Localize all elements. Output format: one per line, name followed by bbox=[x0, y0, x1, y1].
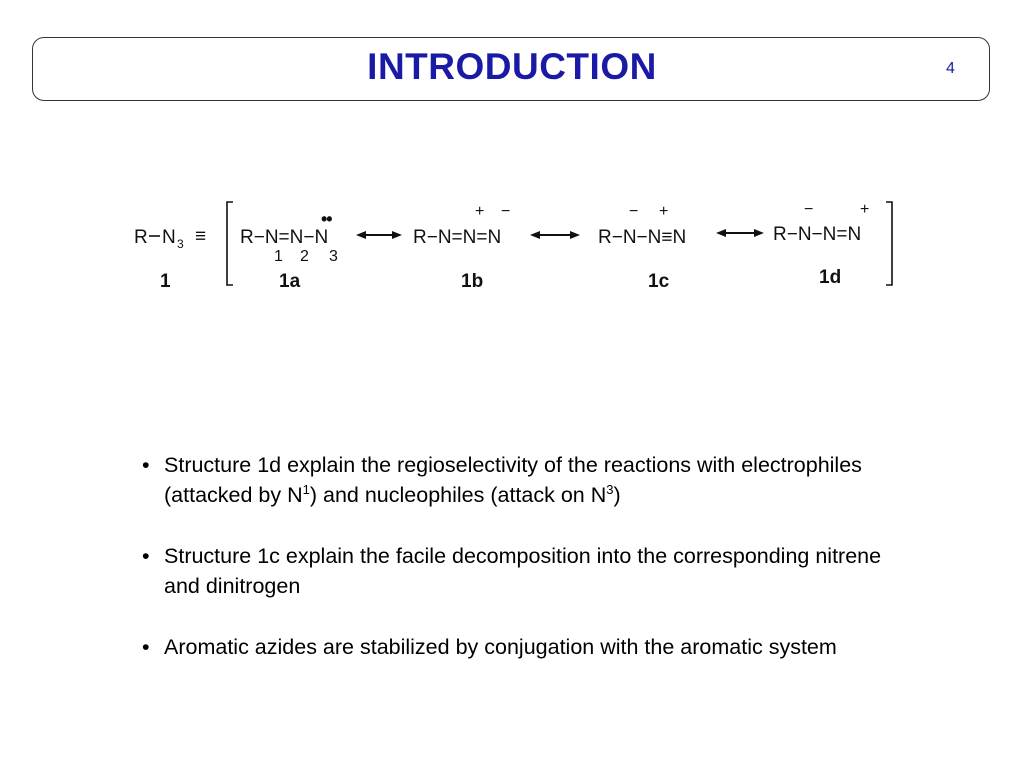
equivalence-sign: ≡ bbox=[195, 226, 206, 247]
label-1a: 1a bbox=[279, 271, 301, 292]
formula-r: R bbox=[134, 227, 148, 248]
formula-n: N bbox=[162, 227, 176, 248]
superscript-n3: 3 bbox=[606, 481, 614, 497]
structure-1c: R−N−N≡N − + bbox=[598, 203, 686, 248]
charge-minus: − bbox=[501, 203, 510, 220]
left-bracket bbox=[226, 201, 233, 286]
bullet-text-part: ) and nucleophiles (attack on N bbox=[309, 483, 607, 507]
label-1c: 1c bbox=[648, 271, 670, 292]
structure-1a: R−N=N−N •• 1 2 3 bbox=[240, 209, 338, 265]
title-frame bbox=[32, 37, 990, 101]
resonance-arrow-icon bbox=[356, 231, 402, 239]
formula-subscript: 3 bbox=[177, 237, 184, 251]
bullet-marker: • bbox=[142, 453, 150, 477]
charge-plus: + bbox=[475, 203, 484, 220]
right-bracket bbox=[886, 201, 893, 286]
azide-formula: R N 3 ≡ bbox=[134, 226, 206, 251]
structure-1d: R−N−N=N − + bbox=[773, 201, 869, 245]
slide-title: INTRODUCTION bbox=[367, 46, 657, 87]
label-1d: 1d bbox=[819, 267, 841, 288]
charge-minus: − bbox=[629, 203, 638, 220]
bullet-item: • Aromatic azides are stabilized by conj… bbox=[140, 632, 900, 662]
label-1: 1 bbox=[160, 271, 171, 292]
structure-1b-text: R−N=N=N bbox=[413, 227, 501, 248]
bullet-text-part: ) bbox=[613, 483, 621, 507]
bullet-marker: • bbox=[142, 544, 150, 568]
label-1b: 1b bbox=[461, 271, 483, 292]
bullet-text: Structure 1d explain the regioselectivit… bbox=[164, 453, 862, 507]
bullet-text: Aromatic azides are stabilized by conjug… bbox=[164, 635, 837, 659]
bullet-list: • Structure 1d explain the regioselectiv… bbox=[140, 450, 900, 693]
lone-pair-dots: •• bbox=[321, 209, 332, 229]
charge-minus: − bbox=[804, 201, 813, 218]
resonance-arrow-icon bbox=[716, 229, 764, 237]
structure-1c-text: R−N−N≡N bbox=[598, 227, 686, 248]
resonance-arrow-icon bbox=[530, 231, 580, 239]
bullet-marker: • bbox=[142, 635, 150, 659]
bullet-item: • Structure 1d explain the regioselectiv… bbox=[140, 450, 900, 510]
superscript-n1: 1 bbox=[302, 481, 310, 497]
bullet-text-part: Structure 1d explain the regioselectivit… bbox=[164, 453, 862, 507]
charge-plus: + bbox=[860, 201, 869, 218]
charge-plus: + bbox=[659, 203, 668, 220]
bullet-text: Structure 1c explain the facile decompos… bbox=[164, 544, 882, 598]
page-number: 4 bbox=[946, 60, 955, 77]
bullet-item: • Structure 1c explain the facile decomp… bbox=[140, 541, 900, 601]
structure-1d-text: R−N−N=N bbox=[773, 224, 861, 245]
structure-1b: R−N=N=N + − bbox=[413, 203, 510, 248]
structure-1a-text: R−N=N−N bbox=[240, 227, 328, 248]
atom-number-2: 2 bbox=[300, 248, 309, 265]
atom-number-1: 1 bbox=[274, 248, 283, 265]
atom-number-3: 3 bbox=[329, 248, 338, 265]
azide-resonance-scheme: R N 3 ≡ R−N=N−N •• 1 2 3 R−N=N=N + − R−N… bbox=[134, 201, 893, 292]
